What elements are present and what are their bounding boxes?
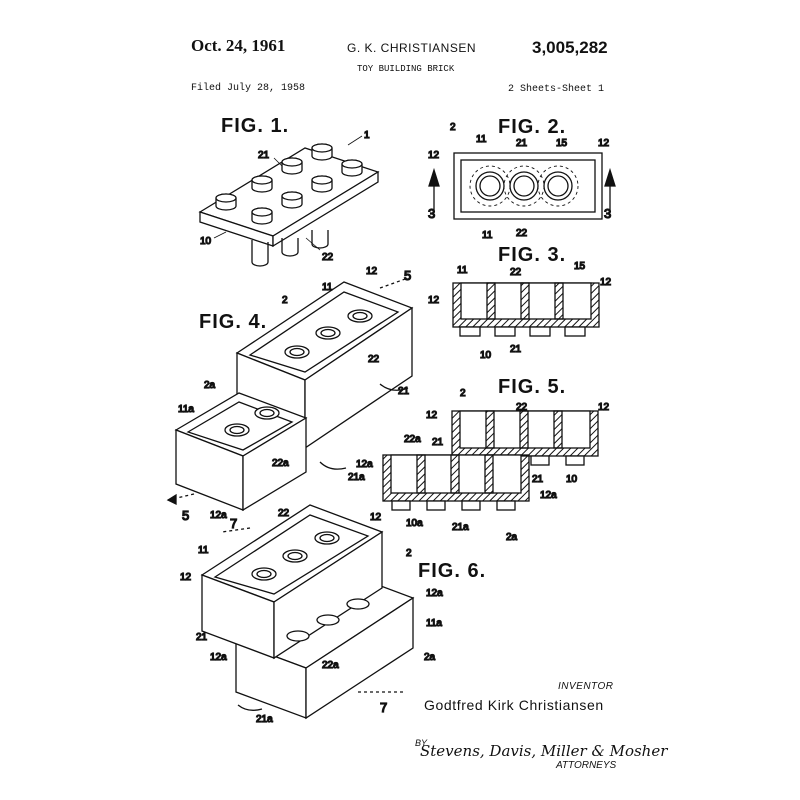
ref-21: 21	[258, 150, 270, 161]
ref-11: 11	[457, 265, 468, 276]
ref-22: 22	[516, 402, 528, 413]
ref-7: 7	[380, 700, 387, 715]
fig-1-label: FIG. 1.	[221, 115, 290, 137]
ref-22: 22	[516, 228, 528, 239]
ref-11a: 11a	[426, 618, 442, 629]
fig-2-label: FIG. 2.	[498, 116, 567, 138]
ref-12: 12	[428, 150, 440, 161]
ref-10: 10	[480, 350, 492, 361]
ref-22a: 22a	[404, 434, 421, 445]
fig-4-label: FIG. 4.	[199, 311, 268, 333]
sheet-count: 2 Sheets-Sheet 1	[508, 84, 605, 95]
ref-11: 11	[322, 282, 333, 293]
ref-10: 10	[566, 474, 578, 485]
inventor-label: INVENTOR	[558, 681, 614, 692]
ref-21: 21	[432, 437, 444, 448]
ref-12: 12	[426, 410, 438, 421]
ref-21: 21	[516, 138, 528, 149]
patent-date: Oct. 24, 1961	[191, 36, 286, 55]
ref-11: 11	[482, 230, 493, 241]
ref-12a: 12a	[210, 510, 227, 521]
fig-5-brick-drawing	[382, 410, 599, 511]
fig-2-brick-drawing	[428, 152, 616, 220]
fig-1-brick-drawing	[198, 135, 380, 267]
ref-5: 5	[404, 268, 411, 283]
ref-21: 21	[398, 386, 410, 397]
ref-22: 22	[322, 252, 334, 263]
fig-3-brick-drawing	[452, 282, 600, 337]
fig-6-brick-drawing	[200, 504, 415, 720]
ref-12: 12	[180, 572, 192, 583]
ref-12: 12	[598, 402, 610, 413]
inventor-short-name: G. K. CHRISTIANSEN	[347, 41, 477, 55]
fig-6-label: FIG. 6.	[418, 560, 487, 582]
ref-10a: 10a	[406, 518, 423, 529]
inventor-name: Godtfred Kirk Christiansen	[424, 697, 604, 713]
ref-5: 5	[182, 508, 189, 523]
ref-12: 12	[598, 138, 610, 149]
filing-date: Filed July 28, 1958	[191, 83, 306, 94]
ref-2: 2	[406, 548, 412, 559]
ref-2: 2	[450, 122, 456, 133]
ref-22: 22	[368, 354, 380, 365]
ref-7: 7	[230, 516, 237, 531]
ref-12: 12	[600, 277, 612, 288]
ref-2: 2	[460, 388, 466, 399]
ref-11: 11	[198, 545, 209, 556]
ref-22: 22	[510, 267, 522, 278]
ref-11: 11	[476, 134, 487, 145]
ref-15: 15	[574, 261, 586, 272]
ref-12: 12	[366, 266, 378, 277]
ref-22a: 22a	[272, 458, 289, 469]
ref-10: 10	[200, 236, 212, 247]
ref-21a: 21a	[256, 714, 273, 725]
ref-12a: 12a	[426, 588, 443, 599]
fig-4-brick-drawing	[166, 277, 414, 512]
by-label: BY	[415, 738, 428, 748]
ref-12: 12	[370, 512, 382, 523]
ref-21: 21	[510, 344, 522, 355]
ref-11a: 11a	[178, 404, 194, 415]
ref-12a: 12a	[540, 490, 557, 501]
ref-2a: 2a	[204, 380, 216, 391]
patent-number: 3,005,282	[532, 38, 608, 57]
ref-21: 21	[532, 474, 544, 485]
fig-3-label: FIG. 3.	[498, 244, 567, 266]
ref-22a: 22a	[322, 660, 339, 671]
ref-21a: 21a	[452, 522, 469, 533]
ref-2a: 2a	[424, 652, 436, 663]
ref-12: 12	[428, 295, 440, 306]
ref-1: 1	[364, 130, 370, 141]
ref-22: 22	[278, 508, 290, 519]
ref-3: 3	[428, 206, 435, 221]
fig-5-label: FIG. 5.	[498, 376, 567, 398]
ref-2: 2	[282, 295, 288, 306]
ref-12a: 12a	[210, 652, 227, 663]
attorneys-label: ATTORNEYS	[556, 760, 617, 771]
attorneys-signature: Stevens, Davis, Miller & Mosher	[420, 742, 668, 760]
ref-12a: 12a	[356, 459, 373, 470]
patent-title: TOY BUILDING BRICK	[357, 64, 455, 74]
ref-3: 3	[604, 206, 611, 221]
ref-2a: 2a	[506, 532, 518, 543]
ref-15: 15	[556, 138, 568, 149]
ref-21: 21	[196, 632, 208, 643]
ref-21a: 21a	[348, 472, 365, 483]
